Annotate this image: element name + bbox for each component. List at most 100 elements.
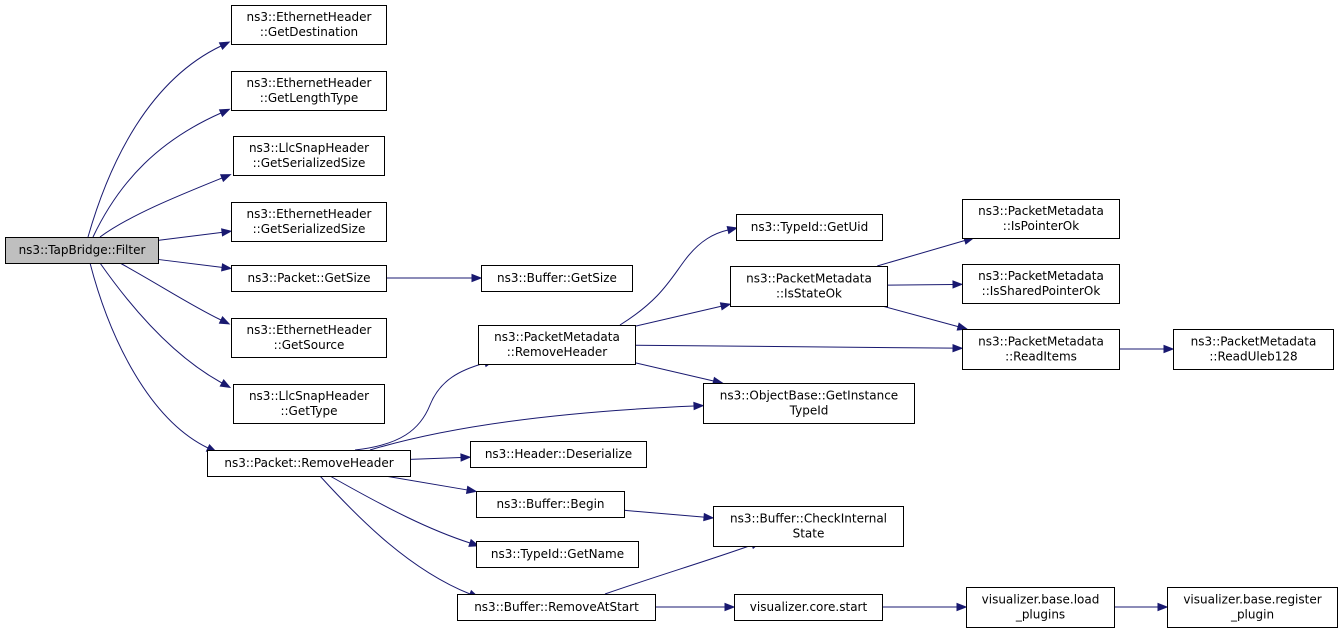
node-filter[interactable]: ns3::TapBridge::Filter xyxy=(5,237,159,264)
node-llc-getsersize[interactable]: ns3::LlcSnapHeader::GetSerializedSize xyxy=(233,136,385,176)
node-label: visualizer.base.load xyxy=(982,593,1100,607)
edge-pm-removeheader-to-ob-getinstancetypeid xyxy=(634,362,724,385)
node-box xyxy=(231,5,387,45)
node-label: ::GetLengthType xyxy=(260,91,358,105)
arrowhead xyxy=(221,263,233,272)
node-pm-readitems[interactable]: ns3::PacketMetadata::ReadItems xyxy=(962,329,1120,370)
node-eth-getsersize[interactable]: ns3::EthernetHeader::GetSerializedSize xyxy=(231,202,387,242)
node-buf-getsize[interactable]: ns3::Buffer::GetSize xyxy=(481,265,633,292)
edge-pm-removeheader-to-pm-isstateok xyxy=(634,302,732,327)
node-label: ::IsPointerOk xyxy=(1003,219,1079,233)
node-box xyxy=(231,318,387,358)
node-label: ::GetSource xyxy=(274,338,345,352)
node-label: _plugin xyxy=(1230,608,1274,622)
node-box xyxy=(478,325,636,365)
arrowhead xyxy=(693,401,705,411)
node-box xyxy=(231,71,387,111)
node-pkt-getsize[interactable]: ns3::Packet::GetSize xyxy=(231,265,387,292)
arrowhead xyxy=(952,343,964,353)
node-label: ns3::ObjectBase::GetInstance xyxy=(720,389,898,403)
node-label: ns3::TypeId::GetUid xyxy=(751,220,869,234)
node-box xyxy=(962,329,1120,370)
node-eth-getsource[interactable]: ns3::EthernetHeader::GetSource xyxy=(231,318,387,358)
node-pm-issharedpointerok[interactable]: ns3::PacketMetadata::IsSharedPointerOk xyxy=(962,264,1120,304)
node-box xyxy=(207,450,411,477)
edge-pm-isstateok-to-pm-issharedpointerok xyxy=(886,280,964,289)
node-box xyxy=(476,541,639,568)
node-label: ns3::PacketMetadata xyxy=(978,204,1104,218)
call-graph-edges xyxy=(87,41,1175,612)
edge-filter-to-eth-getsersize xyxy=(157,228,233,241)
node-label: ns3::TypeId::GetName xyxy=(491,547,624,561)
arrowhead xyxy=(952,280,964,289)
edge-filter-to-eth-getsource xyxy=(119,262,231,325)
node-label: State xyxy=(793,527,825,541)
node-label: ns3::LlcSnapHeader xyxy=(249,389,369,403)
node-box xyxy=(966,587,1115,628)
node-label: ::RemoveHeader xyxy=(507,345,608,359)
edge-pm-isstateok-to-pm-readitems xyxy=(882,305,969,331)
edge-pkt-getsize-to-buf-getsize xyxy=(386,273,483,283)
node-label: visualizer.base.register xyxy=(1183,593,1321,607)
node-buf-begin[interactable]: ns3::Buffer::Begin xyxy=(476,491,625,518)
edge-pkt-removeheader-to-typeid-getname xyxy=(329,475,480,547)
node-box xyxy=(231,265,387,292)
node-pkt-removeheader[interactable]: ns3::Packet::RemoveHeader xyxy=(207,450,411,477)
node-box xyxy=(476,491,625,518)
node-pm-ispointerok[interactable]: ns3::PacketMetadata::IsPointerOk xyxy=(962,199,1120,239)
node-box xyxy=(5,237,159,264)
arrowhead xyxy=(218,315,231,325)
node-box xyxy=(962,199,1120,239)
node-label: ns3::Buffer::GetSize xyxy=(497,271,617,285)
node-typeid-getname[interactable]: ns3::TypeId::GetName xyxy=(476,541,639,568)
node-buf-removeatstart[interactable]: ns3::Buffer::RemoveAtStart xyxy=(457,594,656,621)
node-label: ns3::Buffer::RemoveAtStart xyxy=(474,600,639,614)
node-label: ns3::EthernetHeader xyxy=(247,10,372,24)
node-pm-isstateok[interactable]: ns3::PacketMetadata::IsStateOk xyxy=(730,266,888,307)
edge-pm-removeheader-to-typeid-getuid xyxy=(619,225,739,326)
arrowhead xyxy=(726,225,739,235)
node-label: _plugins xyxy=(1015,608,1065,622)
node-pm-readuleb128[interactable]: ns3::PacketMetadata::ReadUleb128 xyxy=(1173,329,1334,370)
arrowhead xyxy=(218,41,231,51)
node-eth-getlentype[interactable]: ns3::EthernetHeader::GetLengthType xyxy=(231,71,387,111)
node-label: ::IsStateOk xyxy=(776,287,842,301)
node-label: ns3::EthernetHeader xyxy=(247,323,372,337)
arrowhead xyxy=(1157,602,1169,612)
node-box xyxy=(233,136,385,176)
edge-pkt-removeheader-to-ob-getinstancetypeid xyxy=(369,401,705,451)
edge-filter-to-llc-gettype xyxy=(99,262,232,388)
node-box xyxy=(713,506,904,547)
node-label: ns3::Packet::GetSize xyxy=(248,271,371,285)
node-vis-core-start[interactable]: visualizer.core.start xyxy=(734,594,883,621)
edge-pkt-removeheader-to-hdr-deserialize xyxy=(409,453,472,462)
node-label: ns3::PacketMetadata xyxy=(978,335,1104,349)
node-label: ns3::Packet::RemoveHeader xyxy=(224,456,393,470)
node-label: ns3::Buffer::CheckInternal xyxy=(730,512,887,526)
arrowhead xyxy=(724,602,736,612)
node-hdr-deserialize[interactable]: ns3::Header::Deserialize xyxy=(470,441,647,468)
node-label: ns3::TapBridge::Filter xyxy=(19,243,146,257)
node-typeid-getuid[interactable]: ns3::TypeId::GetUid xyxy=(736,214,883,241)
node-llc-gettype[interactable]: ns3::LlcSnapHeader::GetType xyxy=(233,384,385,424)
node-label: ns3::EthernetHeader xyxy=(247,207,372,221)
edge-filter-to-eth-getlentype xyxy=(92,108,231,238)
node-box xyxy=(734,594,883,621)
edge-vis-base-loadplugins-to-vis-base-registerplugin xyxy=(1114,602,1169,612)
node-box xyxy=(1173,329,1334,370)
node-vis-base-loadplugins[interactable]: visualizer.base.load_plugins xyxy=(966,587,1115,628)
node-box xyxy=(233,384,385,424)
node-label: ::ReadUleb128 xyxy=(1209,350,1297,364)
node-label: ::GetDestination xyxy=(260,25,358,39)
node-pm-removeheader[interactable]: ns3::PacketMetadata::RemoveHeader xyxy=(478,325,636,365)
node-label: ns3::PacketMetadata xyxy=(978,269,1104,283)
node-box xyxy=(457,594,656,621)
node-label: ::GetSerializedSize xyxy=(253,156,366,170)
node-label: ns3::PacketMetadata xyxy=(746,272,872,286)
node-eth-getdest[interactable]: ns3::EthernetHeader::GetDestination xyxy=(231,5,387,45)
node-vis-base-registerplugin[interactable]: visualizer.base.register_plugin xyxy=(1167,587,1338,628)
edge-filter-to-pkt-getsize xyxy=(157,258,233,272)
arrowhead xyxy=(471,273,483,283)
